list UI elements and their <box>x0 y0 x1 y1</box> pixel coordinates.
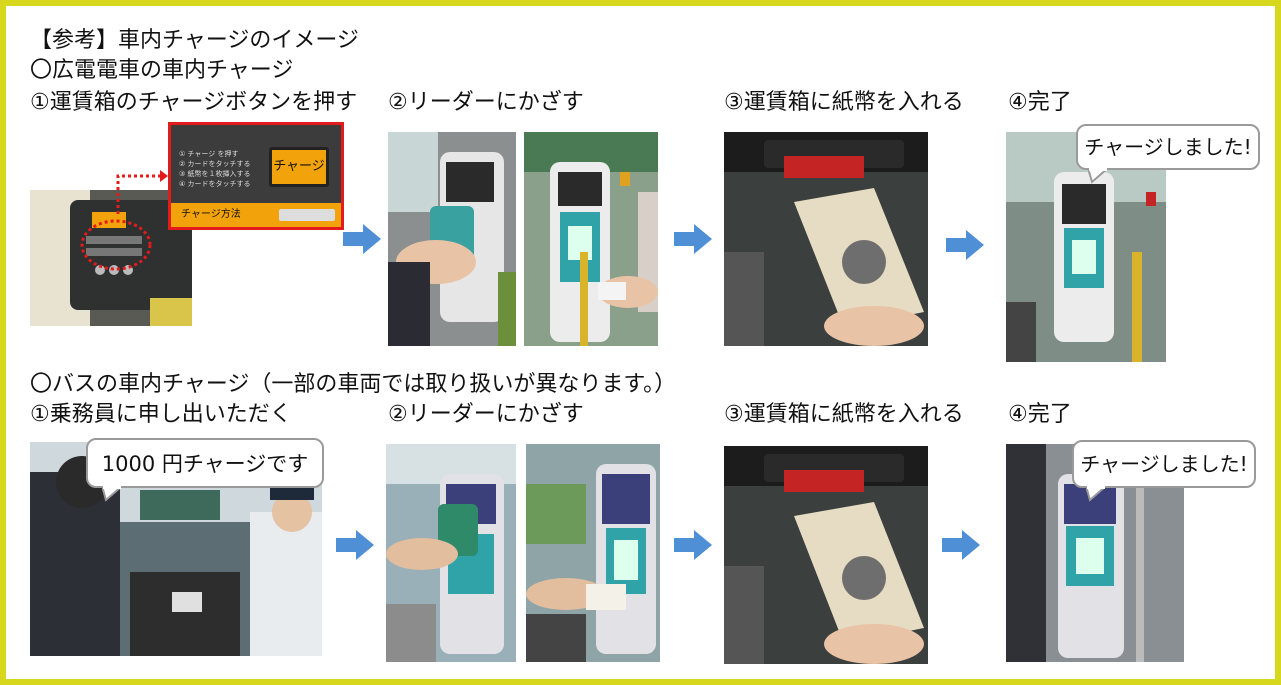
charge-instructions: ① チャージ を押す ② カードをタッチする ③ 紙幣を１枚挿入する ④ カード… <box>179 150 251 188</box>
tram-step4-label: ④完了 <box>1008 90 1072 115</box>
photo-tram-reader-phone <box>388 132 516 346</box>
tram-step2-label: ②リーダーにかざす <box>388 90 584 115</box>
charge-method-label: チャージ方法 <box>171 203 341 227</box>
photo-tram-complete <box>1006 132 1166 362</box>
tram-step1-label: ①運賃箱のチャージボタンを押す <box>30 90 358 115</box>
charge-button: チャージ <box>269 147 329 187</box>
section-title-tram: 〇広電電車の車内チャージ <box>30 58 294 83</box>
bus-done-speech-bubble-tail <box>1086 486 1108 502</box>
photo-fare-box-button <box>30 190 192 326</box>
page-title: 【参考】車内チャージのイメージ <box>30 28 359 53</box>
section-title-bus: 〇バスの車内チャージ（一部の車両では取り扱いが異なります。） <box>30 372 677 397</box>
bus-step2-label: ②リーダーにかざす <box>388 402 584 427</box>
arrow-right-icon <box>674 530 712 560</box>
arrow-right-icon <box>946 230 984 260</box>
photo-bus-reader-card <box>526 444 660 662</box>
bus-done-speech-bubble: チャージしました! <box>1072 440 1256 488</box>
arrow-right-icon <box>336 530 374 560</box>
bus-step4-label: ④完了 <box>1008 402 1072 427</box>
arrow-right-icon <box>674 224 712 254</box>
arrow-right-icon <box>343 224 381 254</box>
arrow-right-icon <box>942 530 980 560</box>
tram-done-speech-bubble: チャージしました! <box>1076 124 1260 170</box>
charge-button-callout: ① チャージ を押す ② カードをタッチする ③ 紙幣を１枚挿入する ④ カード… <box>168 122 344 230</box>
callout-connector <box>116 170 168 214</box>
bus-request-speech-bubble: 1000 円チャージです <box>86 438 324 488</box>
photo-bus-reader-phone <box>386 444 516 662</box>
photo-tram-reader-card <box>524 132 658 346</box>
photo-tram-bill-insert <box>724 132 928 346</box>
bus-step1-label: ①乗務員に申し出いただく <box>30 402 292 427</box>
tram-step3-label: ③運賃箱に紙幣を入れる <box>724 90 964 115</box>
callout-plate <box>279 209 335 221</box>
bus-step3-label: ③運賃箱に紙幣を入れる <box>724 402 964 427</box>
tram-speech-bubble-tail <box>1088 168 1110 184</box>
photo-bus-bill-insert <box>724 446 928 664</box>
bus-speech-bubble-tail <box>102 486 124 502</box>
